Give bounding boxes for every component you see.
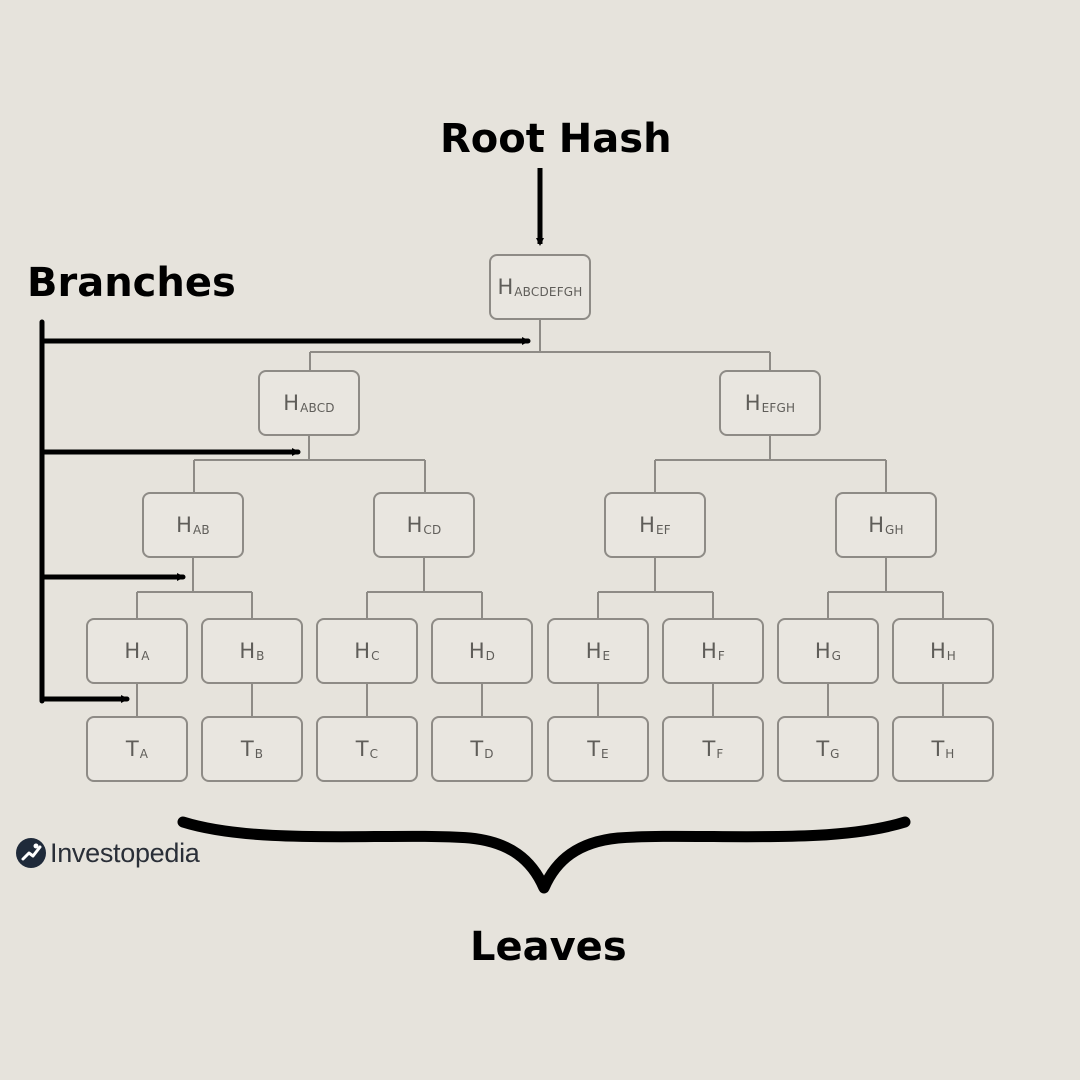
node-subscript: F [717, 649, 725, 663]
connector-ab [136, 558, 253, 618]
connector-ef [597, 558, 714, 618]
node-subscript: A [139, 747, 149, 761]
node-main-letter: H [354, 639, 371, 663]
node-subscript: ABCDEFGH [514, 285, 583, 299]
node-subscript: GH [885, 523, 904, 537]
node-subscript: F [716, 747, 724, 761]
node-subscript: B [254, 747, 264, 761]
node-main-letter: H [639, 513, 655, 537]
node-subscript: G [830, 747, 840, 761]
node-main-letter: H [283, 391, 300, 415]
node-subscript: D [485, 649, 496, 663]
node-main-letter: H [124, 639, 141, 663]
investopedia-logo: Investopedia [16, 836, 200, 870]
node-subscript: D [484, 747, 494, 761]
node-main-letter: H [929, 639, 946, 663]
node-subscript: A [141, 649, 150, 663]
node-main-letter: T [816, 737, 830, 761]
node-main-letter: T [355, 737, 369, 761]
connector-leaves [136, 684, 944, 716]
connector-gh [827, 558, 944, 618]
connector-cd [366, 558, 483, 618]
node-main-letter: T [470, 737, 484, 761]
node-subscript: H [945, 747, 955, 761]
connector-root [309, 320, 771, 370]
node-main-letter: H [585, 639, 602, 663]
node-main-letter: H [239, 639, 256, 663]
node-main-letter: H [868, 513, 885, 537]
node-main-letter: H [701, 639, 717, 663]
investopedia-logo-text: Investopedia [50, 837, 200, 868]
node-subscript: E [601, 747, 609, 761]
node-subscript: G [831, 649, 842, 663]
tree-connectors [136, 320, 944, 716]
node-main-letter: T [702, 737, 716, 761]
connector-efgh [654, 436, 887, 492]
node-main-letter: H [176, 513, 192, 537]
node-subscript: H [946, 649, 957, 663]
node-subscript: B [256, 649, 265, 663]
branches-arrows [39, 319, 531, 704]
node-main-letter: T [240, 737, 254, 761]
node-subscript: E [602, 649, 611, 663]
leaves-label: Leaves [470, 924, 627, 970]
node-subscript: CD [423, 523, 442, 537]
branches-label: Branches [27, 260, 236, 306]
node-main-letter: H [468, 639, 485, 663]
root-hash-label: Root Hash [440, 116, 672, 162]
node-subscript: ABCD [300, 401, 335, 415]
connector-abcd [193, 436, 426, 492]
node-main-letter: T [931, 737, 945, 761]
node-main-letter: H [497, 275, 514, 299]
node-subscript: EFGH [761, 401, 796, 415]
node-main-letter: T [125, 737, 139, 761]
investopedia-logo-icon [16, 838, 46, 868]
node-main-letter: H [814, 639, 831, 663]
leaves-brace [177, 816, 911, 894]
node-subscript: C [371, 649, 380, 663]
node-main-letter: H [744, 391, 761, 415]
node-subscript: AB [192, 523, 210, 537]
node-main-letter: T [587, 737, 601, 761]
node-subscript: C [369, 747, 379, 761]
node-main-letter: H [406, 513, 423, 537]
node-subscript: EF [655, 523, 671, 537]
